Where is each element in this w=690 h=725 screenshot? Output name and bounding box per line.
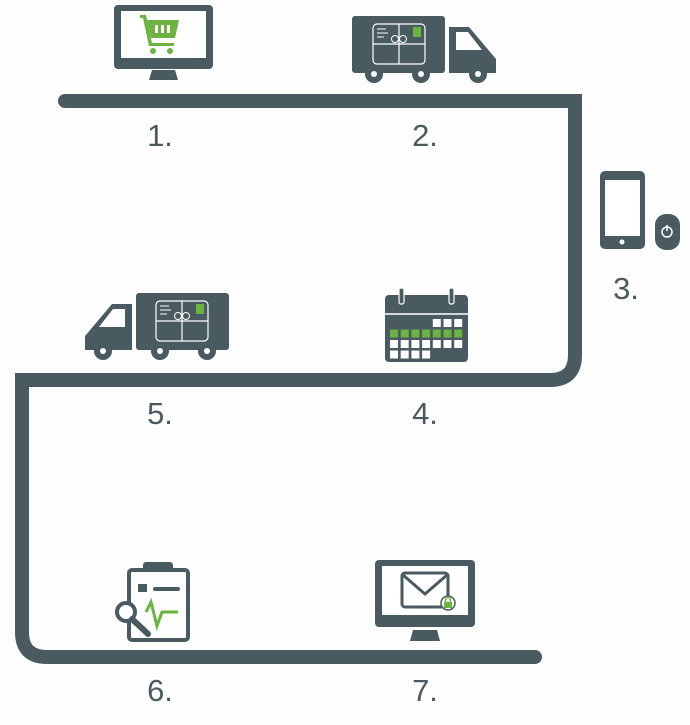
calendar-day-cell: [390, 329, 398, 338]
calendar-day-cell: [422, 340, 431, 348]
step-4-label: 4.: [412, 396, 438, 431]
calendar-day-cell: [390, 350, 398, 359]
calendar-day-cell: [443, 340, 452, 348]
calendar-day-cell: [400, 350, 409, 359]
calendar-day-cell: [432, 340, 441, 348]
calendar-day-cell: [432, 329, 441, 338]
calendar-day-cell: [454, 319, 463, 327]
calendar-day-cell: [400, 340, 409, 348]
clipboard-inspection-icon: [115, 562, 190, 642]
calendar-day-cell: [390, 340, 398, 348]
smartphone-mouse-icon: [600, 171, 680, 250]
calendar-day-cell: [411, 329, 420, 338]
monitor-shopping-cart-icon: [114, 5, 213, 80]
calendar-day-cell: [422, 350, 431, 359]
calendar-day-cell: [443, 319, 452, 327]
calendar-day-cell: [454, 329, 463, 338]
step-1-label: 1.: [147, 118, 173, 153]
calendar-day-cell: [422, 329, 431, 338]
step-7-label: 7.: [412, 673, 438, 708]
step-5-label: 5.: [147, 396, 173, 431]
calendar-day-cell: [454, 340, 463, 348]
calendar-icon: [385, 287, 468, 362]
calendar-day-cell: [411, 340, 420, 348]
process-path-line: [15, 94, 582, 664]
step-3-label: 3.: [613, 271, 639, 306]
delivery-truck-icon: [352, 16, 496, 83]
calendar-day-cell: [400, 329, 409, 338]
delivery-truck-icon: [85, 293, 229, 360]
step-2-label: 2.: [412, 118, 438, 153]
monitor-secure-mail-icon: [375, 560, 475, 641]
calendar-day-cell: [443, 329, 452, 338]
calendar-day-cell: [432, 319, 441, 327]
calendar-day-cell: [411, 350, 420, 359]
step-6-label: 6.: [147, 673, 173, 708]
